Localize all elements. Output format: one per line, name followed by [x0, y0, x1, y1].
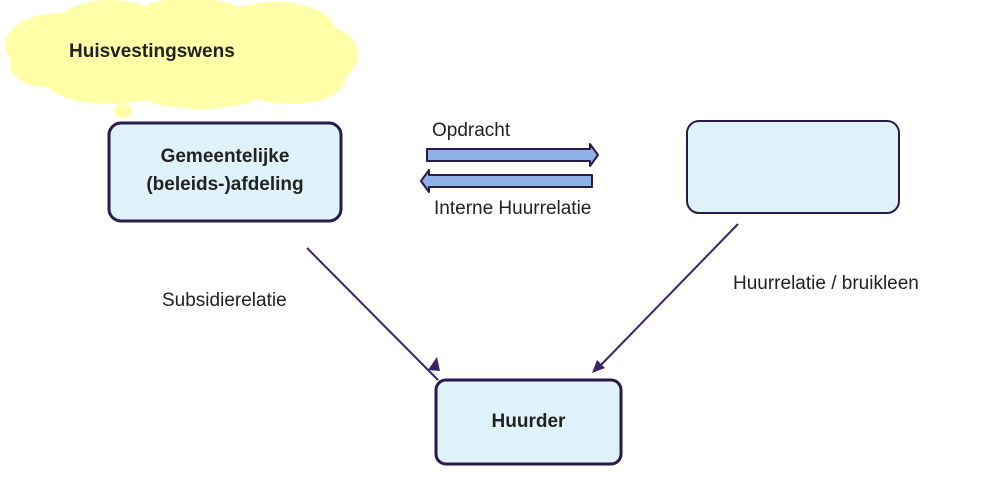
department-label-line1: Gemeentelijke	[160, 146, 290, 167]
internal-lease-arrow	[420, 169, 593, 193]
thought-cloud	[5, 0, 358, 109]
order-arrow	[426, 143, 599, 167]
order-label: Opdracht	[432, 120, 511, 141]
subsidy-line	[306, 247, 439, 381]
department-box	[107, 121, 343, 223]
lease-arrowhead	[592, 360, 605, 373]
tenant-box	[434, 378, 623, 466]
tenant-label: Huurder	[491, 411, 566, 432]
subsidy-label: Subsidierelatie	[162, 290, 287, 311]
lease-line	[597, 223, 739, 369]
internal-lease-label: Interne Huurrelatie	[434, 198, 592, 219]
subsidy-arrowhead	[428, 357, 440, 371]
owner-box	[686, 120, 900, 214]
department-label: Gemeentelijke (beleids-)afdeling	[109, 143, 341, 199]
department-label-line2: (beleids-)afdeling	[146, 174, 304, 195]
thought-bubble	[114, 104, 132, 118]
lease-loan-label: Huurrelatie / bruikleen	[733, 273, 919, 294]
cloud-title: Huisvestingswens	[69, 41, 235, 62]
